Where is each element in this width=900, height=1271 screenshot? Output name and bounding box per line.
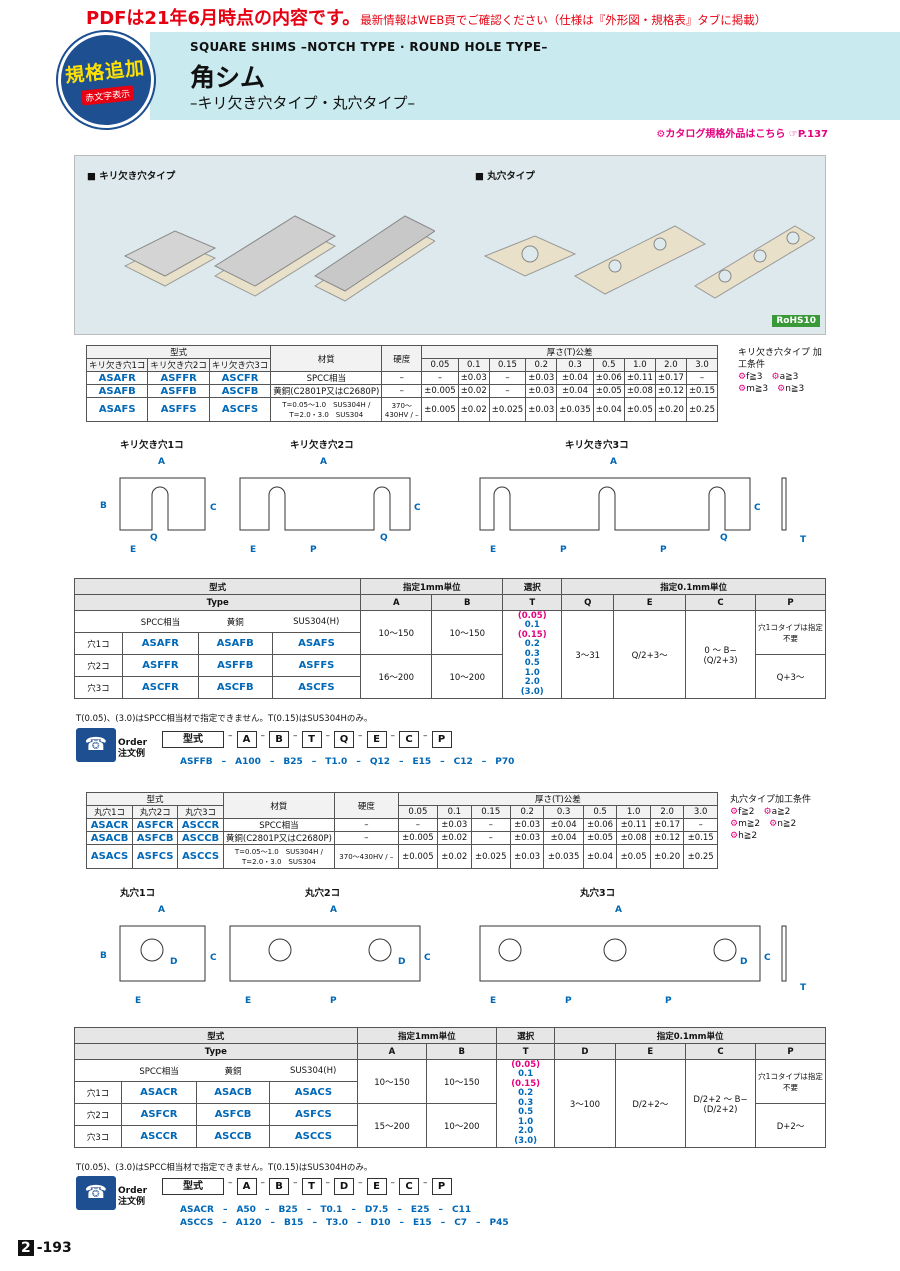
svg-text:P: P	[330, 996, 337, 1006]
svg-text:A: A	[158, 457, 165, 467]
order-label: Order 注文例	[118, 738, 148, 759]
svg-text:P: P	[310, 545, 317, 555]
svg-text:E: E	[245, 996, 251, 1006]
svg-text:B: B	[100, 501, 107, 511]
svg-text:P: P	[660, 545, 667, 555]
product-photo-area: ■ キリ欠き穴タイプ ■ 丸穴タイプ	[74, 155, 826, 335]
svg-text:C: C	[414, 503, 421, 513]
round-type-drawings: A A A C C C E E E P P P D D D B T	[100, 905, 807, 1006]
page-number: 2-193	[18, 1240, 75, 1256]
spec-added-badge: 規格追加 赤文字表示	[53, 27, 159, 133]
catalog-link[interactable]: ⚙カタログ規格外品はこちら ☞P.137	[656, 129, 828, 140]
round-shims-illustration	[483, 225, 815, 299]
svg-text:P: P	[665, 996, 672, 1006]
svg-text:Q: Q	[380, 533, 388, 543]
svg-text:Q: Q	[150, 533, 158, 543]
drawing-label-round3: 丸穴3コ	[580, 888, 616, 899]
svg-text:Q: Q	[720, 533, 728, 543]
drawing-label-round1: 丸穴1コ	[120, 888, 156, 899]
svg-text:E: E	[490, 545, 496, 555]
order-example-1: ASACR – A50 – B25 – T0.1 – D7.5 – E25 – …	[180, 1205, 472, 1215]
notch-shims-illustration	[123, 215, 435, 302]
order-format: 型式– A– B– T– D– E– C– P	[162, 1178, 452, 1195]
phone-icon: ☎	[76, 1176, 116, 1210]
order-example-2: ASCCS – A120 – B15 – T3.0 – D10 – E15 – …	[180, 1218, 509, 1228]
svg-text:P: P	[560, 545, 567, 555]
arrow-icon: ☞	[788, 129, 798, 140]
svg-text:A: A	[330, 905, 337, 915]
order-example: ASFFB – A100 – B25 – T1.0 – Q12 – E15 – …	[180, 757, 515, 767]
drawing-label-round2: 丸穴2コ	[305, 888, 341, 899]
order-format: 型式– A– B– T– Q– E– C– P	[162, 731, 452, 748]
svg-text:E: E	[250, 545, 256, 555]
footnote-round: T(0.05)、(3.0)はSPCC相当材で指定できません。T(0.15)はSU…	[76, 1163, 373, 1173]
svg-text:B: B	[100, 951, 107, 961]
phone-icon: ☎	[76, 728, 116, 762]
notch-material-table: 型式 材質 硬度 厚さ(T)公差 キリ欠き穴1コキリ欠き穴2コキリ欠き穴3コ 0…	[85, 345, 719, 422]
svg-text:E: E	[135, 996, 141, 1006]
svg-text:E: E	[490, 996, 496, 1006]
svg-text:P: P	[565, 996, 572, 1006]
notch-type-label: ■ キリ欠き穴タイプ	[87, 171, 176, 182]
page-subtitle: –キリ欠き穴タイプ・丸穴タイプ–	[190, 94, 416, 112]
pdf-date-note: PDFは21年6月時点の内容です。最新情報はWEB頁でご確認ください（仕様は『外…	[86, 8, 767, 29]
notch-processing-conditions: キリ欠き穴タイプ 加工条件 ⚙f≧3 ⚙a≧3 ⚙m≧3 ⚙n≧3	[738, 348, 822, 394]
tool-icon: ⚙	[656, 129, 666, 140]
svg-text:T: T	[800, 535, 807, 545]
svg-text:A: A	[158, 905, 165, 915]
svg-text:C: C	[754, 503, 761, 513]
english-title: SQUARE SHIMS –NOTCH TYPE · ROUND HOLE TY…	[190, 40, 548, 54]
web-check-note: 最新情報はWEB頁でご確認ください（仕様は『外形図・規格表』タブに掲載）	[360, 13, 767, 27]
drawing-label-notch1: キリ欠き穴1コ	[120, 440, 184, 451]
round-processing-conditions: 丸穴タイプ加工条件 ⚙f≧2 ⚙a≧2 ⚙m≧2 ⚙n≧2 ⚙h≧2	[730, 795, 812, 841]
svg-text:D: D	[398, 957, 405, 967]
order-label: Order 注文例	[118, 1186, 148, 1207]
svg-text:A: A	[320, 457, 327, 467]
svg-text:C: C	[424, 953, 431, 963]
svg-text:C: C	[210, 953, 217, 963]
rohs-badge: RoHS10	[772, 315, 820, 327]
round-type-label: ■ 丸穴タイプ	[475, 171, 535, 182]
svg-text:A: A	[615, 905, 622, 915]
drawing-label-notch3: キリ欠き穴3コ	[565, 440, 629, 451]
svg-text:C: C	[764, 953, 771, 963]
header-band	[150, 32, 900, 120]
drawing-label-notch2: キリ欠き穴2コ	[290, 440, 354, 451]
svg-text:A: A	[610, 457, 617, 467]
svg-text:E: E	[130, 545, 136, 555]
svg-text:C: C	[210, 503, 217, 513]
footnote-notch: T(0.05)、(3.0)はSPCC相当材で指定できません。T(0.15)はSU…	[76, 714, 373, 724]
notch-type-drawings: A A A C C C E E E P P P Q Q Q B T	[100, 457, 807, 555]
svg-text:D: D	[170, 957, 177, 967]
svg-text:T: T	[800, 983, 807, 993]
page-title: 角シム	[190, 63, 266, 92]
svg-text:D: D	[740, 957, 747, 967]
